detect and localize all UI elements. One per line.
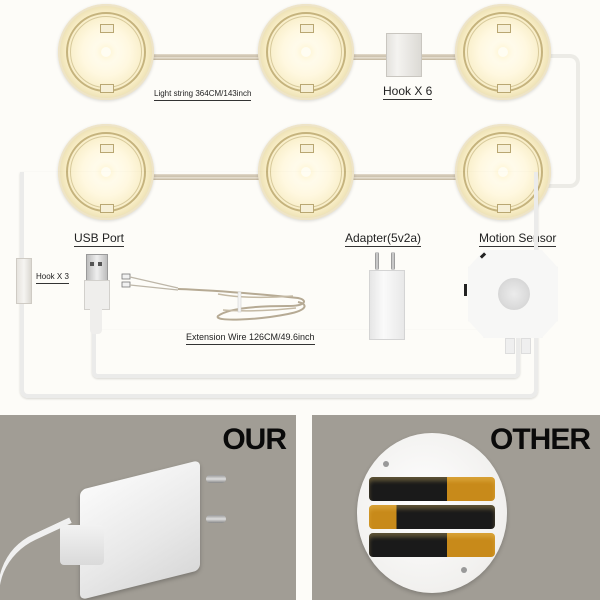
adapter-label: Adapter(5v2a) (345, 231, 422, 248)
sensor-cable-port (521, 338, 531, 354)
pir-lens-icon (498, 278, 530, 310)
screw-icon (383, 461, 389, 467)
hook-x3-label: Hook X 3 (36, 272, 69, 284)
extension-wire-coil (121, 273, 306, 321)
led-puck-light (58, 4, 154, 100)
extension-wire-label: Extension Wire 126CM/49.6inch (186, 332, 315, 345)
led-puck-light (258, 4, 354, 100)
led-puck-light (455, 4, 551, 100)
battery-icon (369, 533, 495, 557)
usb-cable (92, 330, 520, 378)
battery-icon (369, 477, 495, 501)
usb-port-label: USB Port (74, 231, 125, 248)
power-adapter (369, 252, 405, 340)
sensor-switch (464, 284, 467, 296)
led-puck-light (58, 124, 154, 220)
comparison-panel-our: OUR (0, 415, 296, 600)
hook-x6-label: Hook X 6 (383, 84, 433, 101)
product-diagram: Light string 364CM/143inch Hook X 6 USB … (16, 4, 580, 398)
usb-wall-adapter-image (60, 455, 230, 600)
sensor-cable-port (505, 338, 515, 354)
battery-compartment-image (357, 433, 507, 593)
panel-title-our: OUR (222, 423, 287, 456)
panel-title-other: OTHER (490, 423, 591, 456)
battery-icon (369, 505, 495, 529)
screw-icon (461, 567, 467, 573)
light-string-wire (548, 54, 580, 188)
comparison-panel-other: OTHER (312, 415, 600, 600)
hook-clip (16, 258, 32, 304)
hook-clip (386, 33, 422, 77)
light-string-label: Light string 364CM/143inch (154, 89, 252, 101)
usb-plug (84, 254, 110, 334)
led-puck-light (258, 124, 354, 220)
